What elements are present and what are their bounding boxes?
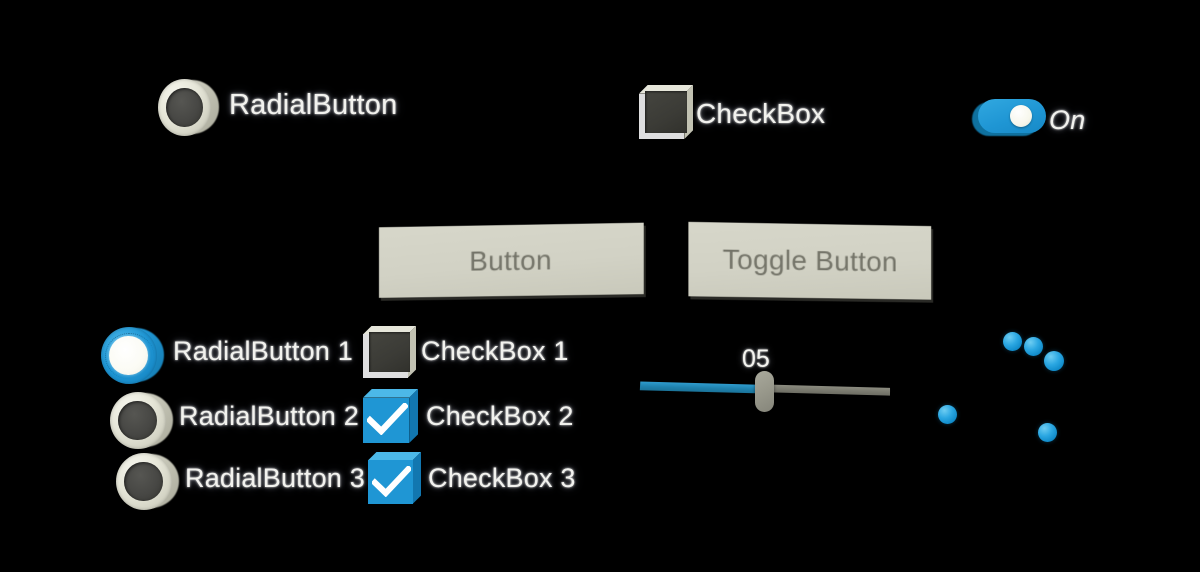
sphere-marker-1 [1003, 332, 1022, 351]
toggle-switch-icon[interactable] [972, 99, 1046, 136]
sphere-marker-3 [1044, 351, 1064, 371]
radial-button-label-top: RadialButton [229, 89, 398, 121]
radial-group-item-3-icon[interactable] [116, 453, 181, 510]
radial-group-item-3-label: RadialButton 3 [185, 463, 365, 493]
value-slider[interactable]: 05 [639, 345, 891, 425]
slider-remaining-track [761, 384, 891, 396]
checkbox-group-item-3-label: CheckBox 3 [428, 463, 576, 493]
checkbox-cube-icon-top[interactable] [639, 85, 693, 139]
toggle-knob[interactable] [1010, 105, 1032, 127]
cube-right-face [407, 326, 416, 378]
checkmark-icon [371, 465, 411, 497]
cube-empty-well [369, 331, 410, 373]
sphere-marker-5 [1038, 423, 1057, 442]
radial-group-item-1-icon[interactable] [101, 327, 166, 384]
cube-empty-well [645, 90, 687, 134]
toggle-state-label: On [1049, 105, 1086, 135]
slider-handle[interactable] [755, 371, 774, 412]
toggle-button-label: Toggle Button [722, 243, 898, 278]
sphere-marker-4 [938, 405, 957, 424]
checkbox-group-item-2-label: CheckBox 2 [426, 401, 574, 431]
checkbox-group-item-1-label: CheckBox 1 [421, 336, 569, 366]
cube-right-face [412, 452, 421, 504]
radial-group-item-2-label: RadialButton 2 [179, 401, 359, 431]
checkmark-icon [366, 403, 408, 436]
sphere-marker-2 [1024, 337, 1043, 356]
checkbox-group-item-3-icon[interactable] [368, 452, 421, 504]
toggle-button[interactable]: Toggle Button [688, 221, 932, 300]
cube-right-face [684, 85, 693, 139]
cube-right-face [409, 389, 418, 443]
slider-filled-track [639, 381, 765, 394]
cube-top-face [368, 452, 421, 461]
checkbox-group-item-1-icon[interactable] [363, 326, 416, 378]
cylinder-inner-disc [124, 461, 164, 502]
push-button-label: Button [469, 243, 552, 277]
radial-group-item-2-icon[interactable] [110, 392, 175, 449]
cylinder-inner-disc [118, 400, 158, 441]
cylinder-inner-disc [166, 87, 204, 128]
cylinder-selected-dot [109, 335, 149, 376]
checkbox-group-item-2-icon[interactable] [363, 389, 418, 443]
cube-top-face [639, 85, 693, 94]
cube-top-face [363, 389, 418, 398]
radial-group-item-1-label: RadialButton 1 [173, 336, 353, 366]
push-button[interactable]: Button [378, 222, 644, 298]
radial-cylinder-icon-top[interactable] [158, 79, 220, 136]
checkbox-label-top: CheckBox [696, 98, 826, 129]
cube-top-face [363, 326, 416, 335]
slider-value-label: 05 [742, 345, 770, 373]
